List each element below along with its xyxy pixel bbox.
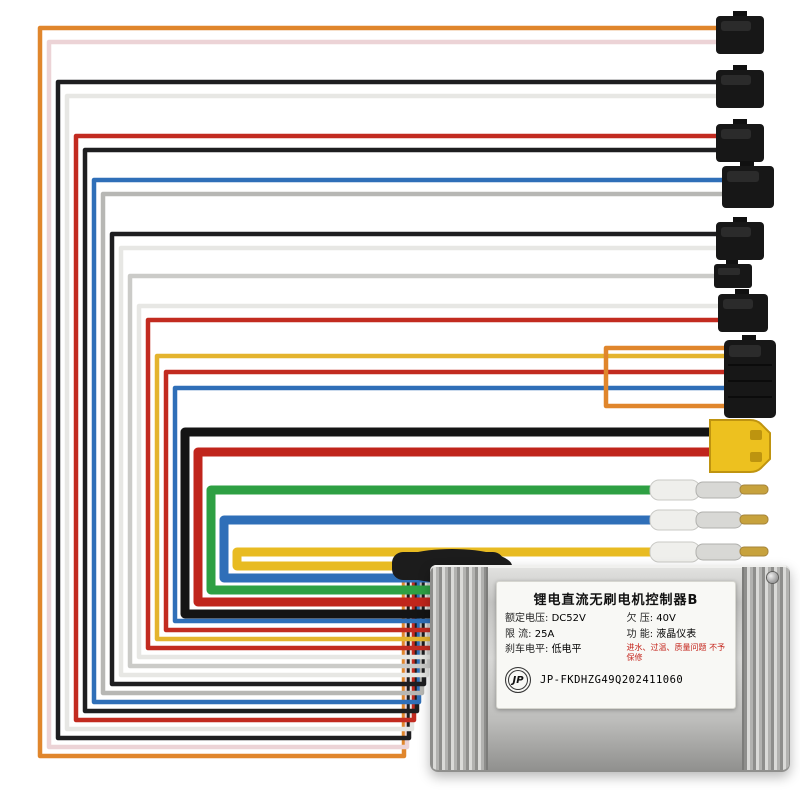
- serial-number: JP-FKDHZG49Q202411060: [540, 674, 684, 687]
- wire-blue-phase: [219, 515, 660, 583]
- case-top-highlight: [434, 565, 786, 568]
- connector-bullet-yellow: [649, 541, 769, 563]
- connector-jst-1pin: [714, 260, 752, 288]
- connector-sm-2pin-6: [718, 289, 768, 332]
- connector-sm-multipin: [724, 335, 776, 418]
- spec-table: 额定电压: DC52V 欠 压: 40V 限 流: 25A 功 能: 液晶仪表 …: [505, 612, 727, 662]
- connector-sm-2pin-1: [716, 11, 764, 54]
- wire-black-power: [180, 427, 716, 619]
- spec-value: 40V: [656, 613, 676, 624]
- spec-function: 功 能: 液晶仪表: [627, 628, 727, 642]
- spec-key: 欠 压:: [626, 613, 654, 624]
- spec-key: 功 能:: [626, 628, 654, 640]
- wire-blue-signal-1: [91, 177, 728, 705]
- wire-red-power: [193, 447, 716, 607]
- connector-sm-2pin-3: [716, 119, 764, 162]
- wire-black-signal-3: [109, 231, 722, 687]
- connector-sm-2pin-2: [716, 65, 764, 108]
- label-title: 锂电直流无刷电机控制器B: [533, 593, 699, 608]
- spec-key: 刹车电平:: [505, 644, 549, 655]
- spec-brake-level: 刹车电平: 低电平: [505, 643, 621, 662]
- heatsink-fins-right: [742, 567, 790, 770]
- spec-key: 额定电压:: [505, 613, 549, 624]
- screw-head-icon: [767, 572, 778, 583]
- spec-value: 低电平: [551, 644, 582, 655]
- brand-logo: JP: [505, 667, 531, 694]
- heatsink-fins-left: [430, 567, 488, 770]
- wire-orange-branch: [603, 345, 730, 409]
- label-footer: JP JP-FKDHZG49Q202411060: [505, 667, 727, 694]
- wire-orange-signal: [37, 25, 722, 759]
- spec-value: DC52V: [551, 613, 586, 624]
- connector-bullet-green: [649, 479, 769, 501]
- connector-bullet-blue: [649, 509, 769, 531]
- connector-sm-2pin-5: [716, 217, 764, 260]
- warranty-warning: 进水、过温、质量问题 不予保修: [626, 643, 726, 662]
- wire-black-signal-1: [55, 79, 722, 741]
- product-label: 锂电直流无刷电机控制器B 额定电压: DC52V 欠 压: 40V 限 流: 2…: [496, 581, 736, 709]
- controller-unit: 锂电直流无刷电机控制器B 额定电压: DC52V 欠 压: 40V 限 流: 2…: [430, 565, 790, 772]
- connector-sm-2pin-4: [722, 161, 774, 208]
- spec-key: 限 流:: [505, 628, 532, 640]
- wire-green-phase: [206, 485, 660, 595]
- spec-current-limit: 限 流: 25A: [505, 628, 621, 642]
- connector-xt60: [709, 419, 771, 473]
- spec-undervoltage: 欠 压: 40V: [627, 612, 727, 626]
- spec-value: 25A: [534, 628, 555, 640]
- spec-value: 液晶仪表: [656, 628, 697, 640]
- spec-rated-voltage: 额定电压: DC52V: [505, 612, 621, 626]
